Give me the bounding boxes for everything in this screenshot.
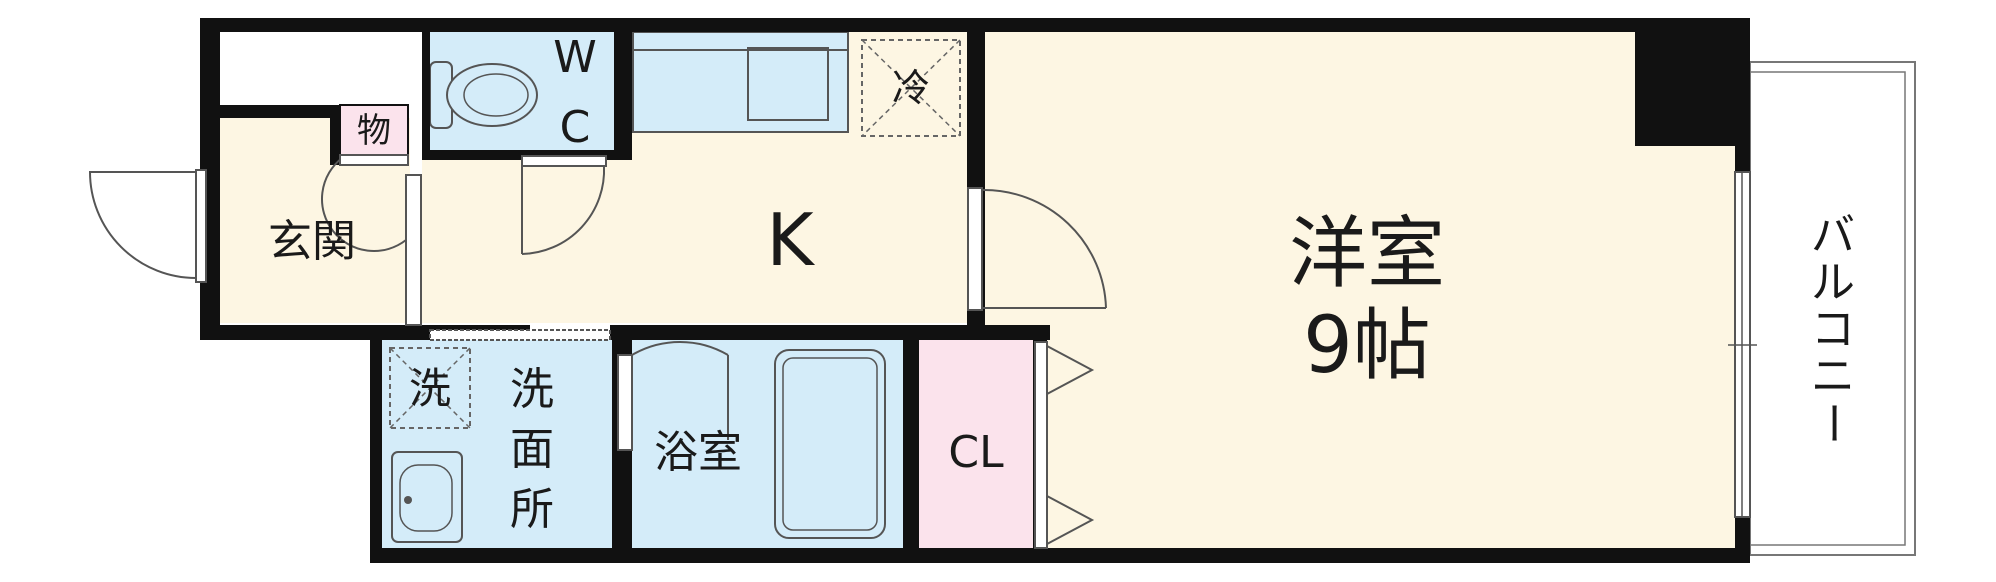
balcony-label-5: ー <box>1807 401 1858 445</box>
washbasin <box>391 451 463 543</box>
balcony-outline <box>1749 61 1916 556</box>
closet-floor <box>917 340 1035 548</box>
balcony-label-2: ル <box>1811 257 1855 308</box>
toilet-bowl-inner <box>463 73 529 117</box>
closet-doors[interactable] <box>1034 341 1095 549</box>
washer-diag-2 <box>389 347 471 429</box>
closet-label: CL <box>948 427 1004 478</box>
washbasin-drain <box>404 496 412 504</box>
senmenjo-door[interactable] <box>429 329 611 341</box>
kitchen-label: K <box>766 198 815 282</box>
toilet-bowl <box>446 63 538 127</box>
balcony-label-4: ニ <box>1811 351 1855 402</box>
entrance-door[interactable] <box>88 169 207 283</box>
genkan-label: 玄関 <box>268 216 356 267</box>
balcony-window[interactable] <box>1728 171 1757 518</box>
mono-door[interactable] <box>339 154 409 166</box>
youshitsu-floor <box>985 30 1735 548</box>
mono-label: 物 <box>357 111 391 151</box>
wc-label-c: C <box>560 102 591 153</box>
wc-door[interactable] <box>521 155 607 255</box>
washer-space <box>389 347 471 429</box>
senmenjo-label-2: 面 <box>510 424 554 475</box>
senmenjo-label-3: 所 <box>510 484 554 535</box>
washer-label: 洗 <box>409 364 451 413</box>
fridge-label: 冷 <box>892 66 930 110</box>
walls <box>200 18 1750 563</box>
bathtub <box>774 349 886 539</box>
yokushitsu-door[interactable] <box>617 341 729 451</box>
sink-basin <box>747 47 829 121</box>
youshitsu-size: 9帖 <box>1303 301 1431 391</box>
fridge-diag-1 <box>861 39 961 137</box>
senmenjo-label-1: 洗 <box>510 364 554 415</box>
balcony-label-3: コ <box>1811 304 1855 355</box>
yokushitsu-label: 浴室 <box>654 427 742 478</box>
youshitsu-name: 洋室 <box>1289 209 1445 299</box>
genkan-partition <box>405 174 422 326</box>
balcony-label-1: バ <box>1811 210 1855 261</box>
bathtub-inner <box>782 357 878 531</box>
kitchen-floor <box>422 158 967 323</box>
wc-label-w: W <box>553 32 597 83</box>
fridge-space <box>861 39 961 137</box>
youshitsu-door[interactable] <box>967 187 1107 311</box>
washbasin-bowl <box>399 464 453 532</box>
fridge-diag-2 <box>861 39 961 137</box>
mono-storage <box>339 104 409 156</box>
mono-door-arc <box>320 157 407 253</box>
